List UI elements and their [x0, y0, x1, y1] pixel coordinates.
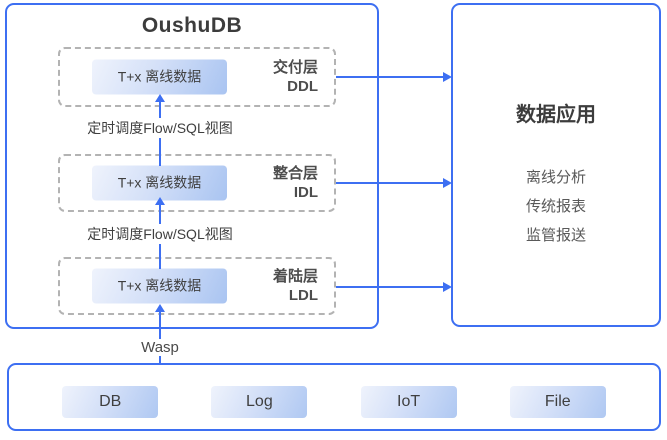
layer-name: 整合层	[272, 165, 318, 182]
right-arrowhead-icon	[443, 282, 452, 292]
schedule-label-top: 定时调度Flow/SQL视图	[84, 118, 236, 138]
layer-label-ldl: 着陆层 LDL	[273, 267, 318, 305]
oushudb-title: OushuDB	[141, 14, 243, 37]
data-sources-panel: DB Log IoT File	[7, 363, 661, 431]
arrow-right-ldl-to-apps	[336, 286, 445, 288]
wasp-label: Wasp	[137, 339, 183, 356]
offline-data-chip-idl: T+x 离线数据	[92, 165, 227, 201]
layer-box-ddl: T+x 离线数据 交付层 DDL	[58, 47, 336, 107]
layer-code: DDL	[287, 78, 318, 95]
arrow-up-sources-to-ldl	[159, 311, 161, 357]
app-item-traditional-reports: 传统报表	[525, 198, 586, 215]
arrow-up-sources-dashed-segment	[159, 356, 161, 364]
source-chip-iot: IoT	[360, 386, 457, 418]
arrow-right-idl-to-apps	[336, 182, 445, 184]
data-apps-title: 数据应用	[516, 104, 596, 126]
offline-data-chip-ddl: T+x 离线数据	[92, 59, 227, 95]
layer-box-ldl: T+x 离线数据 着陆层 LDL	[58, 257, 336, 315]
app-item-offline-analysis: 离线分析	[525, 169, 586, 186]
offline-data-chip-ldl: T+x 离线数据	[92, 268, 227, 304]
up-arrowhead-icon	[155, 94, 165, 102]
source-chip-db: DB	[62, 386, 159, 418]
source-chip-file: File	[509, 386, 606, 418]
data-apps-list: 离线分析 传统报表 监管报送	[453, 163, 659, 250]
layer-label-ddl: 交付层 DDL	[273, 58, 318, 96]
layer-code: LDL	[288, 287, 318, 304]
up-arrowhead-icon	[155, 304, 165, 312]
layer-name: 交付层	[272, 59, 318, 76]
data-apps-panel: 数据应用 离线分析 传统报表 监管报送	[451, 3, 661, 327]
source-chip-log: Log	[211, 386, 308, 418]
layer-name: 着陆层	[272, 268, 318, 285]
up-arrowhead-icon	[155, 197, 165, 205]
layer-box-idl: T+x 离线数据 整合层 IDL	[58, 154, 336, 212]
schedule-label-bottom: 定时调度Flow/SQL视图	[84, 224, 236, 244]
app-item-regulatory-reporting: 监管报送	[525, 227, 586, 244]
arrow-right-ddl-to-apps	[336, 76, 445, 78]
layer-code: IDL	[293, 184, 318, 201]
right-arrowhead-icon	[443, 72, 452, 82]
layer-label-idl: 整合层 IDL	[273, 164, 318, 202]
right-arrowhead-icon	[443, 178, 452, 188]
